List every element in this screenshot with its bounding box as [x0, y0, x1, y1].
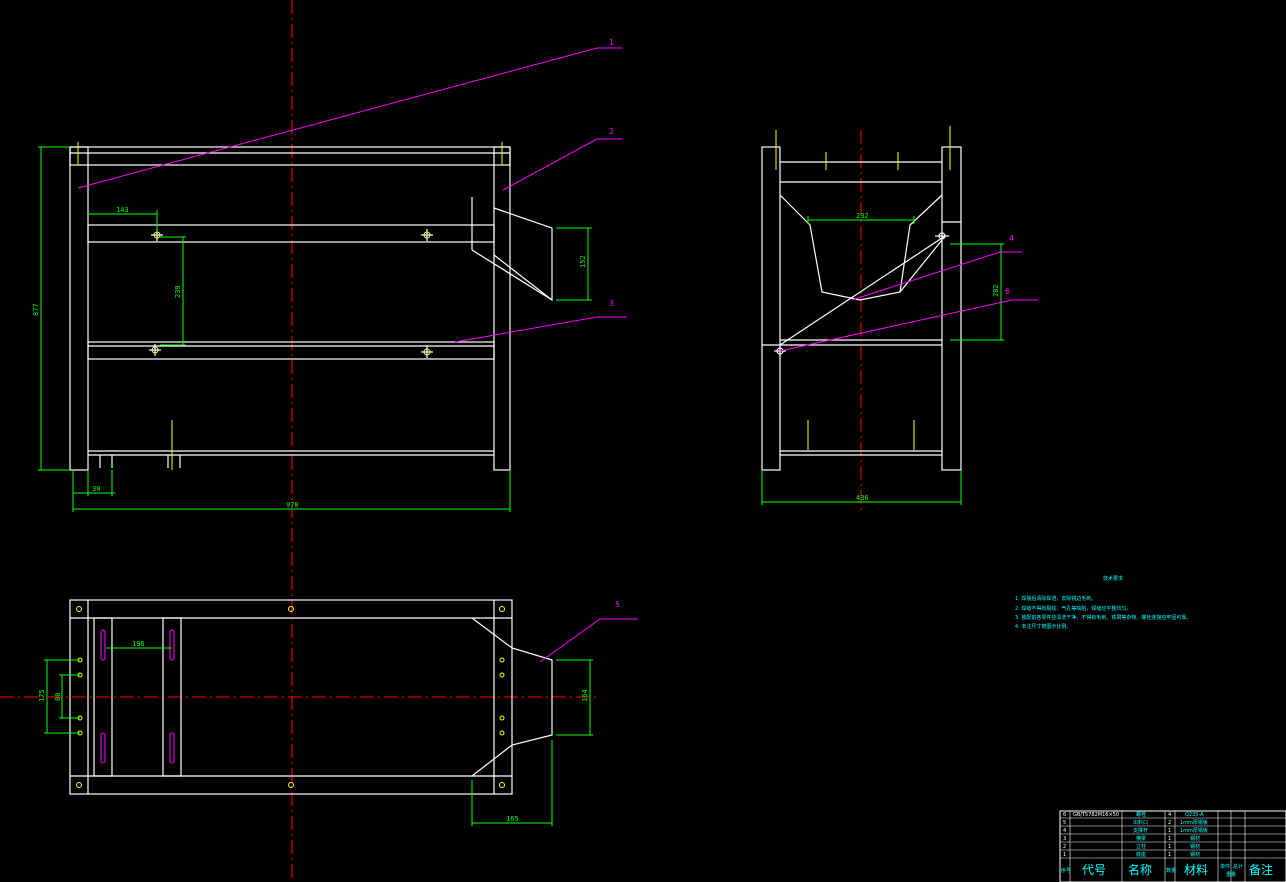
dim-front-height: 877	[32, 303, 40, 316]
svg-text:钢材: 钢材	[1190, 851, 1200, 858]
dim-front-mid: 239	[174, 285, 182, 298]
top-view[interactable]: 196 175 80 164 165	[38, 599, 593, 826]
side-view[interactable]: 232 282 436	[761, 126, 1004, 505]
svg-text:1mm厚钢板: 1mm厚钢板	[1180, 819, 1208, 826]
svg-text:钢材: 钢材	[1190, 843, 1200, 850]
svg-text:5: 5	[1063, 820, 1066, 826]
svg-text:GB/T5782M16×50: GB/T5782M16×50	[1073, 812, 1119, 818]
svg-text:1: 1	[1063, 852, 1066, 858]
svg-text:4: 4	[1168, 812, 1171, 818]
dim-top-left-b: 80	[54, 693, 62, 701]
svg-text:1: 1	[1168, 836, 1171, 842]
balloon-3[interactable]: 3	[609, 299, 614, 308]
svg-text:3: 3	[1063, 836, 1066, 842]
svg-text:1mm厚钢板: 1mm厚钢板	[1180, 827, 1208, 834]
svg-text:2: 2	[1168, 820, 1171, 826]
bolt-icon	[421, 229, 433, 241]
dim-top-bottom: 165	[506, 815, 519, 823]
notes-line-3: 3. 装配前各零件应清洗干净，不得有毛刺、铁屑等杂物，螺栓连接应牢固可靠。	[1015, 614, 1191, 621]
svg-text:立柱: 立柱	[1136, 843, 1146, 850]
balloon-4[interactable]: 4	[1009, 234, 1014, 243]
notes-line-2: 2. 焊缝不得有裂纹、气孔等缺陷，焊缝应平整均匀。	[1015, 605, 1131, 612]
svg-text:1: 1	[1168, 828, 1171, 834]
dim-top-right: 164	[581, 689, 589, 702]
svg-text:6: 6	[1063, 812, 1066, 818]
header-code: 代号	[1082, 863, 1106, 877]
notes-line-4: 4. 未注尺寸按图示比例。	[1015, 623, 1071, 630]
notes-title: 技术要求	[1103, 575, 1123, 582]
dim-side-top: 232	[856, 212, 869, 220]
balloon-leaders[interactable]: 1 2 3 4 6 5	[77, 38, 1038, 663]
svg-text:出料口: 出料口	[1133, 819, 1148, 826]
svg-text:钢材: 钢材	[1190, 835, 1200, 842]
dim-front-top: 143	[116, 206, 129, 214]
dim-front-total: 978	[286, 501, 299, 509]
front-dimensions: 143 239 152 877 978 30	[32, 146, 592, 512]
notes-line-1: 1. 焊接后清除焊渣，去除锐边毛刺。	[1015, 595, 1096, 602]
title-block: 6 GB/T5782M16×50 螺栓 4 Q235-A 5 出料口 2 1mm…	[1059, 810, 1286, 882]
bolt-icon	[935, 232, 949, 240]
balloon-2[interactable]: 2	[609, 127, 614, 136]
bolt-icon	[149, 344, 161, 356]
dim-side-right: 282	[992, 284, 1000, 297]
balloon-5[interactable]: 5	[615, 600, 620, 609]
svg-text:Q235-A: Q235-A	[1185, 812, 1204, 818]
balloon-1[interactable]: 1	[609, 38, 614, 47]
header-remark: 备注	[1249, 862, 1273, 877]
dim-top-left-a: 175	[38, 689, 46, 702]
centerlines	[0, 0, 862, 882]
svg-text:1: 1	[1168, 844, 1171, 850]
top-dimensions: 196 175 80 164 165	[38, 640, 593, 826]
svg-text:2: 2	[1063, 844, 1066, 850]
front-view[interactable]: 143 239 152 877 978 30	[32, 142, 592, 512]
header-weight-single: 单件	[1220, 863, 1230, 870]
header-weight: 重量	[1226, 871, 1236, 878]
header-material: 材料	[1184, 863, 1208, 877]
dim-top-inner: 196	[132, 640, 145, 648]
dim-front-small: 30	[92, 485, 100, 493]
dim-side-total: 436	[856, 494, 869, 502]
header-name: 名称	[1128, 862, 1152, 877]
technical-notes: 技术要求 1. 焊接后清除焊渣，去除锐边毛刺。 2. 焊缝不得有裂纹、气孔等缺陷…	[1015, 575, 1191, 630]
bolt-icon	[421, 346, 433, 358]
balloon-6[interactable]: 6	[1005, 287, 1010, 296]
svg-text:支撑杆: 支撑杆	[1133, 827, 1148, 834]
svg-text:4: 4	[1063, 828, 1066, 834]
svg-text:1: 1	[1168, 852, 1171, 858]
header-no: 序号	[1061, 867, 1071, 874]
svg-text:螺栓: 螺栓	[1136, 811, 1146, 818]
header-qty: 数量	[1166, 867, 1176, 874]
dim-front-right: 152	[579, 255, 587, 268]
svg-text:底座: 底座	[1136, 851, 1146, 858]
header-weight-total: 总计	[1233, 863, 1243, 870]
svg-text:横梁: 横梁	[1136, 835, 1146, 842]
side-dimensions: 232 282 436	[761, 212, 1004, 505]
